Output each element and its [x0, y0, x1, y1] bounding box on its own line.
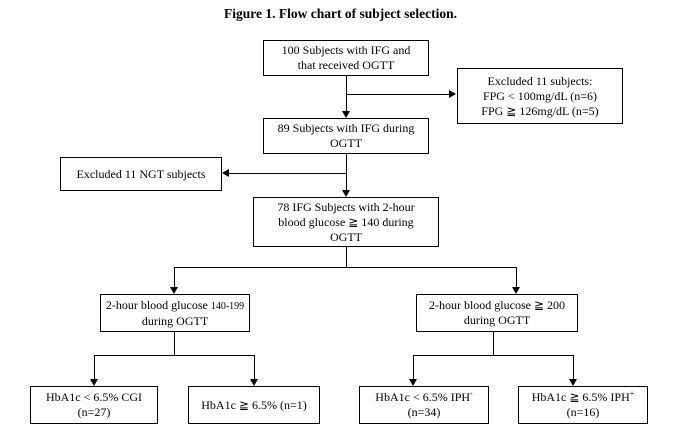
cgi-line2: (n=27)	[77, 405, 111, 419]
excluded-ngt-box: Excluded 11 NGT subjects	[60, 157, 222, 191]
cgi-box: HbA1c < 6.5% CGI (n=27)	[30, 386, 158, 424]
iph-neg-line1: HbA1c < 6.5% IPH-	[375, 389, 473, 405]
iph-pos-box: HbA1c ≧ 6.5% IPH+ (n=16)	[518, 386, 648, 424]
cgi-line1: HbA1c < 6.5% CGI	[45, 390, 143, 404]
connector-140-down	[174, 332, 175, 356]
connector-split-right	[516, 267, 517, 288]
connector-200-right	[573, 355, 574, 380]
ifg-89-box: 89 Subjects with IFG during OGTT	[263, 118, 429, 154]
connector-200-down	[493, 332, 494, 356]
branch-140-line2: during OGTT	[141, 313, 209, 328]
arrow-to-excluded-ngt	[222, 169, 229, 177]
connector-start-to-89	[346, 76, 347, 111]
branch-200-line1: 2-hour blood glucose ≧ 200	[428, 298, 566, 312]
excluded-fpg-line1: Excluded 11 subjects:	[487, 73, 593, 88]
branch-140-line1: 2-hour blood glucose 140-199	[105, 297, 245, 312]
hba1c-high-1-line1: HbA1c ≧ 6.5% (n=1)	[201, 397, 307, 412]
connector-78-down	[346, 247, 347, 268]
start-box: 100 Subjects with IFG and that received …	[263, 40, 429, 76]
excluded-ngt-line1: Excluded 11 NGT subjects	[76, 166, 206, 181]
connector-140-split	[94, 355, 255, 356]
connector-140-left	[94, 355, 95, 380]
excluded-fpg-box: Excluded 11 subjects: FPG < 100mg/dL (n=…	[457, 68, 623, 124]
arrow-to-89	[342, 111, 350, 118]
arrow-to-iph-pos	[569, 379, 577, 386]
ifg-78-line2: blood glucose ≧ 140 during	[278, 214, 414, 229]
branch-200-box: 2-hour blood glucose ≧ 200 during OGTT	[416, 294, 578, 332]
connector-split-horizontal	[174, 267, 517, 268]
ifg-78-line3: OGTT	[329, 229, 362, 244]
connector-to-excluded-fpg	[346, 94, 449, 95]
arrow-to-excluded-fpg	[449, 90, 456, 98]
figure-title: Figure 1. Flow chart of subject selectio…	[224, 6, 457, 21]
ifg-78-box: 78 IFG Subjects with 2-hour blood glucos…	[253, 197, 439, 247]
arrow-to-hba1c-high-1	[250, 379, 258, 386]
iph-neg-box: HbA1c < 6.5% IPH- (n=34)	[359, 386, 489, 424]
ifg-89-line2: OGTT	[329, 136, 362, 150]
connector-200-split	[413, 355, 574, 356]
arrow-to-branch-140	[170, 287, 178, 294]
connector-split-left	[174, 267, 175, 288]
hba1c-high-1-box: HbA1c ≧ 6.5% (n=1)	[188, 386, 320, 424]
arrow-to-branch-200	[512, 287, 520, 294]
iph-neg-line2: (n=34)	[407, 405, 441, 419]
excluded-fpg-line2: FPG < 100mg/dL (n=6)	[482, 88, 598, 103]
ifg-78-line1: 78 IFG Subjects with 2-hour	[277, 199, 415, 214]
start-box-line2: that received OGTT	[297, 58, 395, 72]
connector-140-right	[254, 355, 255, 380]
excluded-fpg-line3: FPG ≧ 126mg/dL (n=5)	[481, 103, 599, 118]
arrow-to-78	[342, 190, 350, 197]
arrow-to-iph-neg	[409, 379, 417, 386]
connector-200-left	[413, 355, 414, 380]
connector-to-excluded-ngt	[229, 173, 346, 174]
start-box-line1: 100 Subjects with IFG and	[281, 43, 411, 57]
connector-89-to-78	[346, 154, 347, 191]
arrow-to-cgi	[90, 379, 98, 386]
branch-200-line2: during OGTT	[463, 313, 531, 327]
branch-140-199-box: 2-hour blood glucose 140-199 during OGTT	[100, 294, 250, 332]
ifg-89-line1: 89 Subjects with IFG during	[277, 121, 415, 135]
iph-pos-line1: HbA1c ≧ 6.5% IPH+	[531, 389, 635, 405]
iph-pos-line2: (n=16)	[566, 405, 600, 419]
